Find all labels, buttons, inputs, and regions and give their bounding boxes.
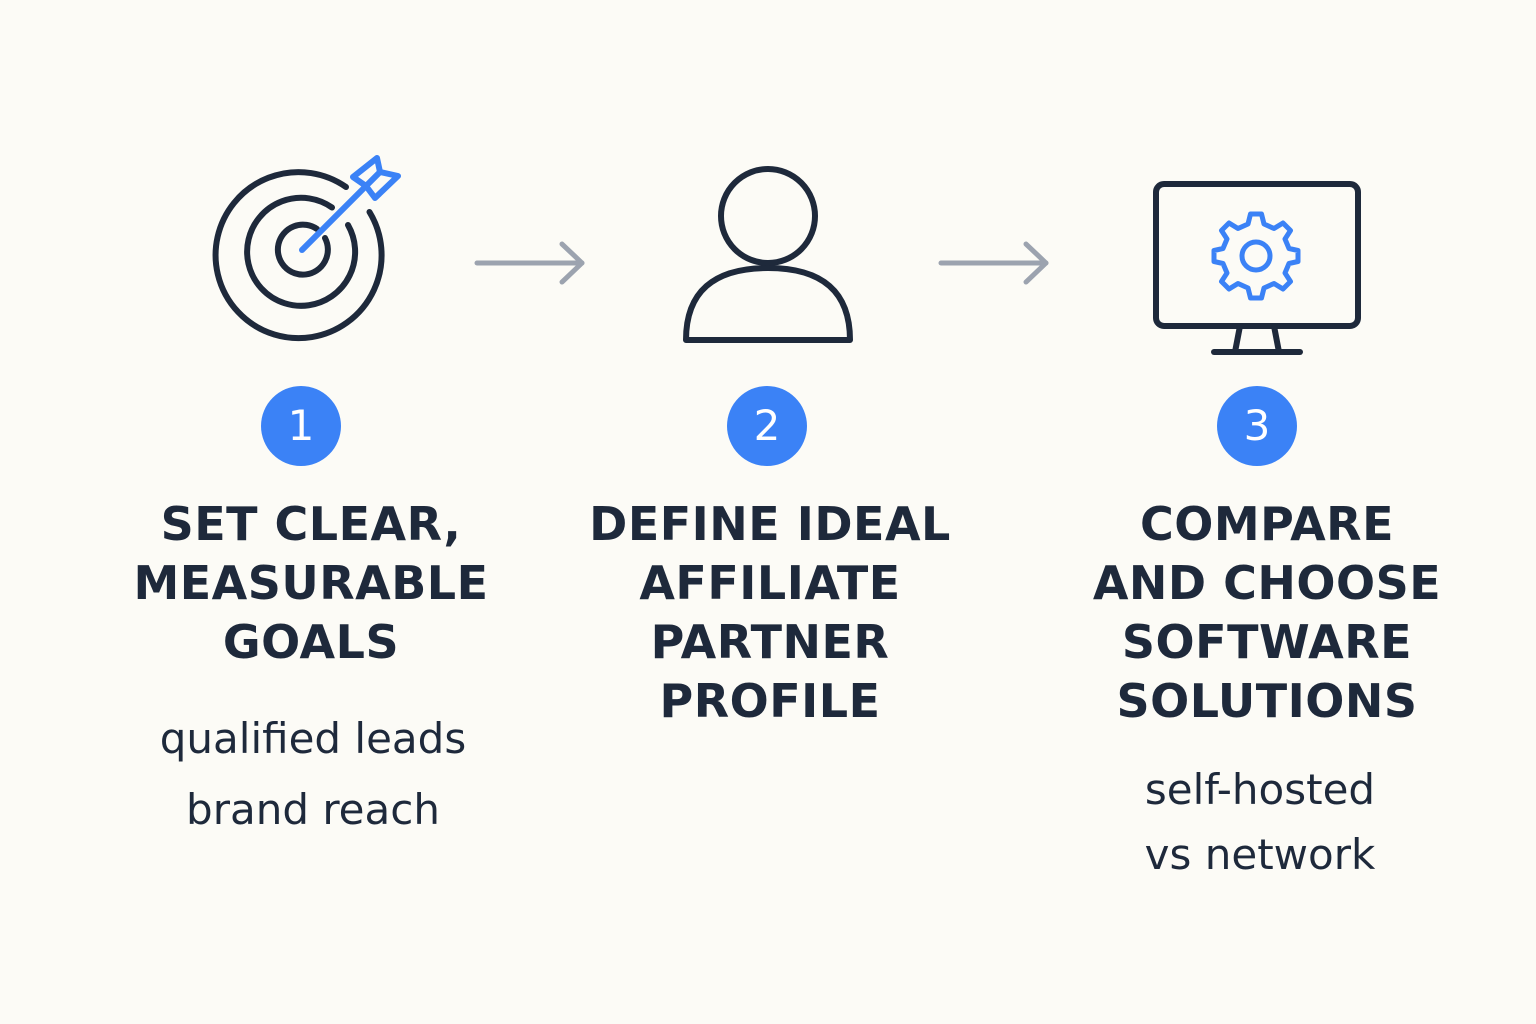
step-1-title: SET CLEAR, MEASURABLE GOALS [91,495,531,672]
step-2-title-line-1: DEFINE IDEAL [589,497,951,551]
step-1-title-line-1: SET CLEAR, [160,497,462,551]
step-2-title-line-2: AFFILIATE [639,556,901,610]
step-1-sub-line-1: qualified leads [159,714,467,763]
step-1-title-line-2: MEASURABLE [133,556,489,610]
step-1-subtext: qualified leads brand reach [93,703,533,845]
arrow-right-icon [470,236,590,290]
step-2-title-line-4: PROFILE [659,674,881,728]
step-2-number-badge: 2 [727,386,807,466]
step-1-title-line-3: GOALS [222,615,400,669]
step-1-number-badge: 1 [261,386,341,466]
step-2-title-line-3: PARTNER [650,615,890,669]
step-3-number-badge: 3 [1217,386,1297,466]
target-arrow-icon [210,150,410,345]
step-3-title-line-3: SOFTWARE [1121,615,1413,669]
step-3-title-line-1: COMPARE [1139,497,1395,551]
step-3-title-line-2: AND CHOOSE [1092,556,1442,610]
arrow-right-icon [934,236,1054,290]
monitor-gear-icon [1148,176,1368,360]
step-3-sub-line-1: self-hosted [1144,765,1376,814]
user-profile-icon [678,163,858,348]
step-2-title: DEFINE IDEAL AFFILIATE PARTNER PROFILE [550,495,990,731]
step-3-sub-line-2: vs network [1144,830,1376,879]
step-1-sub-line-2: brand reach [186,785,440,834]
step-3-title: COMPARE AND CHOOSE SOFTWARE SOLUTIONS [1047,495,1487,731]
step-3-title-line-4: SOLUTIONS [1116,674,1418,728]
step-3-subtext: self-hosted vs network [1040,757,1480,887]
